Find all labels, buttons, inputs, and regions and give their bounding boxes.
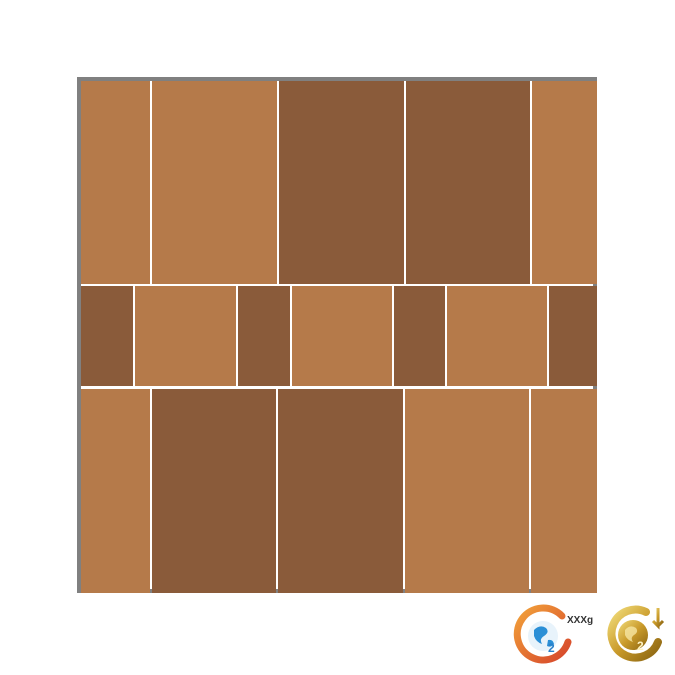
tile-middle-4	[292, 286, 392, 386]
tile-bottom-3	[278, 389, 403, 593]
tile-top-2	[152, 81, 277, 284]
tile-middle-7	[549, 286, 597, 386]
tile-pattern	[81, 81, 597, 593]
gold-co2-globe-icon: 2	[607, 605, 665, 662]
tile-middle-5	[394, 286, 445, 386]
co2-globe-icon: 2	[513, 604, 572, 664]
tile-top-3	[279, 81, 404, 284]
tile-middle-3	[238, 286, 290, 386]
svg-text:2: 2	[548, 641, 555, 655]
tile-bottom-5	[531, 389, 597, 593]
tile-pattern-frame	[77, 77, 597, 593]
tile-bottom-4	[405, 389, 529, 593]
tile-bottom-1	[81, 389, 150, 593]
svg-text:2: 2	[637, 639, 644, 653]
tile-bottom-2	[152, 389, 276, 593]
tile-top-1	[81, 81, 150, 284]
tile-top-5	[532, 81, 597, 284]
tile-middle-1	[81, 286, 133, 386]
tile-top-4	[406, 81, 530, 284]
co2-weight-label: XXXg	[567, 615, 594, 626]
tile-middle-2	[135, 286, 236, 386]
tile-middle-6	[447, 286, 547, 386]
